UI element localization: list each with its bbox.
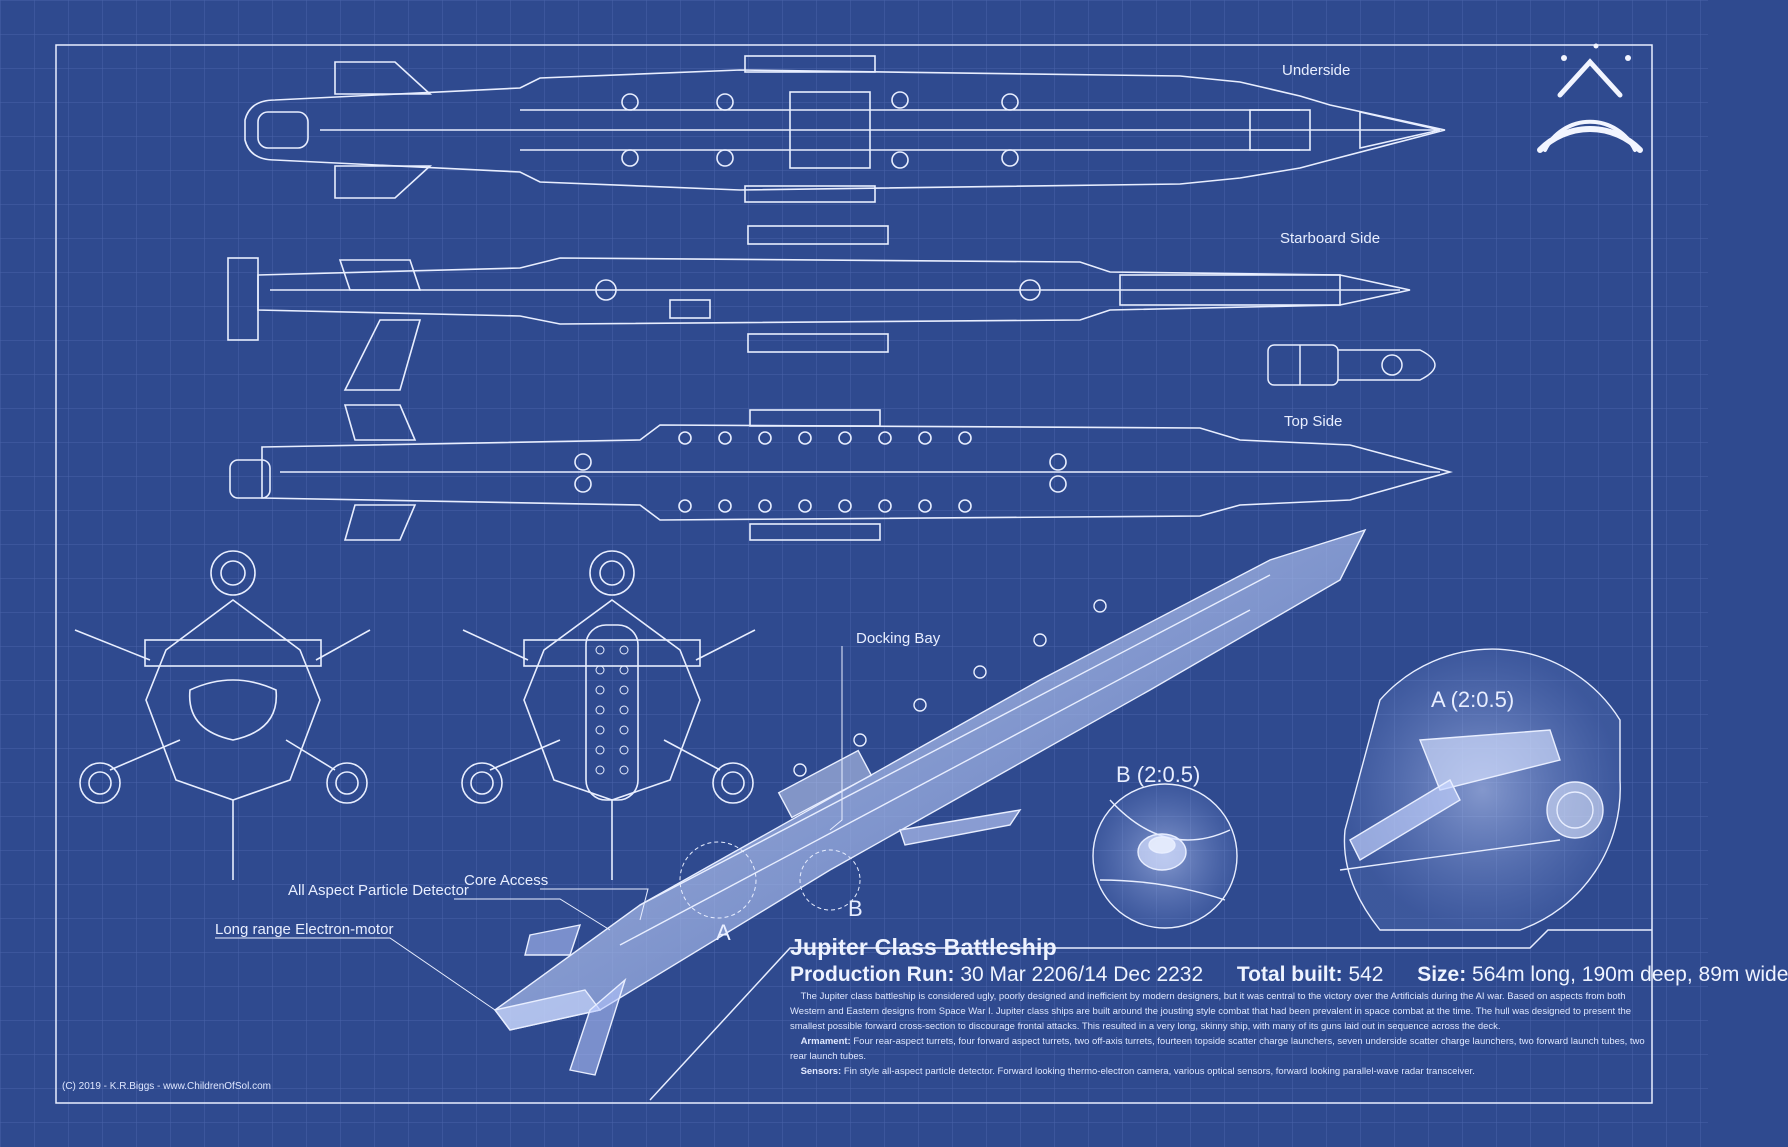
size-value: 564m long, 190m deep, 89m wide [1472, 963, 1788, 986]
production-label: Production Run: [790, 963, 955, 986]
total-built-value: 542 [1348, 963, 1384, 986]
production-value: 30 Mar 2206/14 Dec 2232 [960, 963, 1204, 986]
label-electron-motor: Long range Electron-motor [215, 921, 394, 938]
ship-description: The Jupiter class battleship is consider… [790, 989, 1650, 1079]
total-built-label: Total built: [1236, 963, 1343, 986]
detail-a-title: A (2:0.5) [1431, 687, 1515, 712]
title-block-frame [649, 929, 1652, 1101]
label-core-access: Core Access [464, 872, 549, 889]
star-icons [1561, 43, 1631, 61]
top-side-view [229, 404, 1454, 541]
front-view [74, 550, 371, 880]
detail-a-view [1339, 648, 1621, 931]
ship-stats: Production Run: 30 Mar 2206/14 Dec 2232 … [790, 963, 1788, 987]
front-detail-view [1267, 344, 1436, 386]
sensors-text: Fin style all-aspect particle detector. … [843, 1066, 1475, 1077]
armament-text: Four rear-aspect turrets, four forward a… [790, 1036, 1645, 1062]
description-text: The Jupiter class battleship is consider… [790, 991, 1632, 1032]
detail-b-view [1092, 783, 1238, 929]
perspective-ship [493, 528, 1367, 1076]
label-particle-detector: All Aspect Particle Detector [288, 882, 469, 899]
underside-view [244, 55, 1446, 203]
callout-lines [215, 646, 861, 1011]
size-label: Size: [1417, 963, 1467, 986]
label-top-side: Top Side [1284, 413, 1343, 430]
faction-logo-icon [1537, 58, 1643, 153]
marker-b: B [848, 896, 863, 921]
label-starboard: Starboard Side [1280, 230, 1381, 247]
marker-a: A [716, 920, 731, 945]
blueprint-drawing [0, 0, 1708, 1147]
sensors-label: Sensors: [800, 1066, 842, 1077]
ship-title: Jupiter Class Battleship [790, 934, 1057, 960]
label-underside: Underside [1282, 62, 1351, 79]
armament-label: Armament: [800, 1036, 851, 1047]
label-docking-bay: Docking Bay [856, 630, 941, 647]
starboard-view [227, 225, 1411, 391]
copyright-notice: (C) 2019 - K.R.Biggs - www.ChildrenOfSol… [62, 1081, 271, 1092]
drawing-frame [55, 44, 1653, 1104]
rear-view [461, 550, 756, 880]
title-block: Jupiter Class Battleship Production Run:… [790, 934, 1788, 1079]
detail-b-title: B (2:0.5) [1116, 762, 1201, 787]
